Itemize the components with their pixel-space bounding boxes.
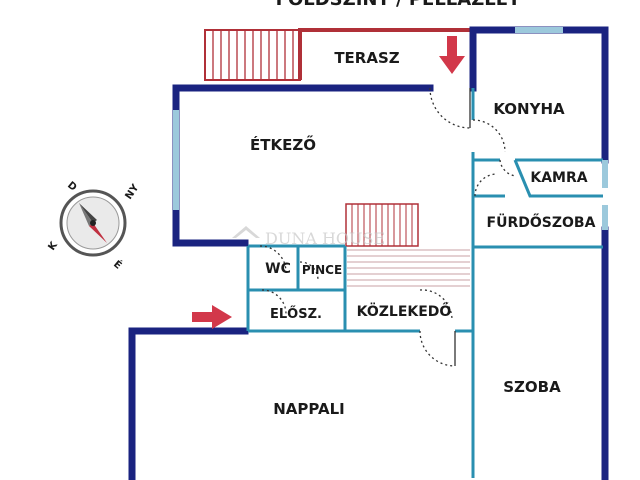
room-label-eloszoba: ELŐSZ. [270, 306, 322, 322]
interior-stairs [345, 203, 419, 247]
compass-rose-icon: NY D K É [46, 180, 141, 272]
room-label-szoba: SZOBA [503, 378, 561, 396]
terrace-stairs [204, 29, 301, 81]
windows [173, 27, 608, 230]
room-label-etkezo: ÉTKEZŐ [250, 134, 316, 154]
lower-stairs [347, 249, 470, 287]
room-label-kamra: KAMRA [530, 170, 587, 186]
room-label-kozlekedo: KÖZLEKEDŐ [357, 302, 452, 320]
door-leaves [454, 88, 471, 366]
door-swings [259, 87, 517, 367]
compass-south: K [46, 239, 60, 253]
room-label-terasz: TERASZ [334, 49, 399, 67]
room-label-nappali: NAPPALI [273, 400, 345, 418]
room-label-furdoszoba: FÜRDŐSZOBA [487, 213, 596, 231]
compass-east: É [111, 257, 125, 271]
compass-west: D [65, 180, 78, 194]
floor-title: FÖLDSZINT / PELLAZLET [276, 0, 521, 10]
terrace-outline [298, 28, 470, 80]
room-label-pince: PINCE [302, 263, 342, 277]
terrace-arrow-icon [439, 36, 465, 74]
outer-walls [128, 26, 609, 480]
entrance-arrow-icon [192, 305, 232, 329]
room-label-wc: WC [265, 261, 291, 277]
watermark-logo: DUNA HOUSE [232, 226, 385, 248]
interior-walls [246, 88, 603, 478]
watermark-text: DUNA HOUSE [265, 229, 385, 248]
compass-north: NY [123, 182, 141, 202]
room-label-konyha: KONYHA [493, 100, 565, 118]
